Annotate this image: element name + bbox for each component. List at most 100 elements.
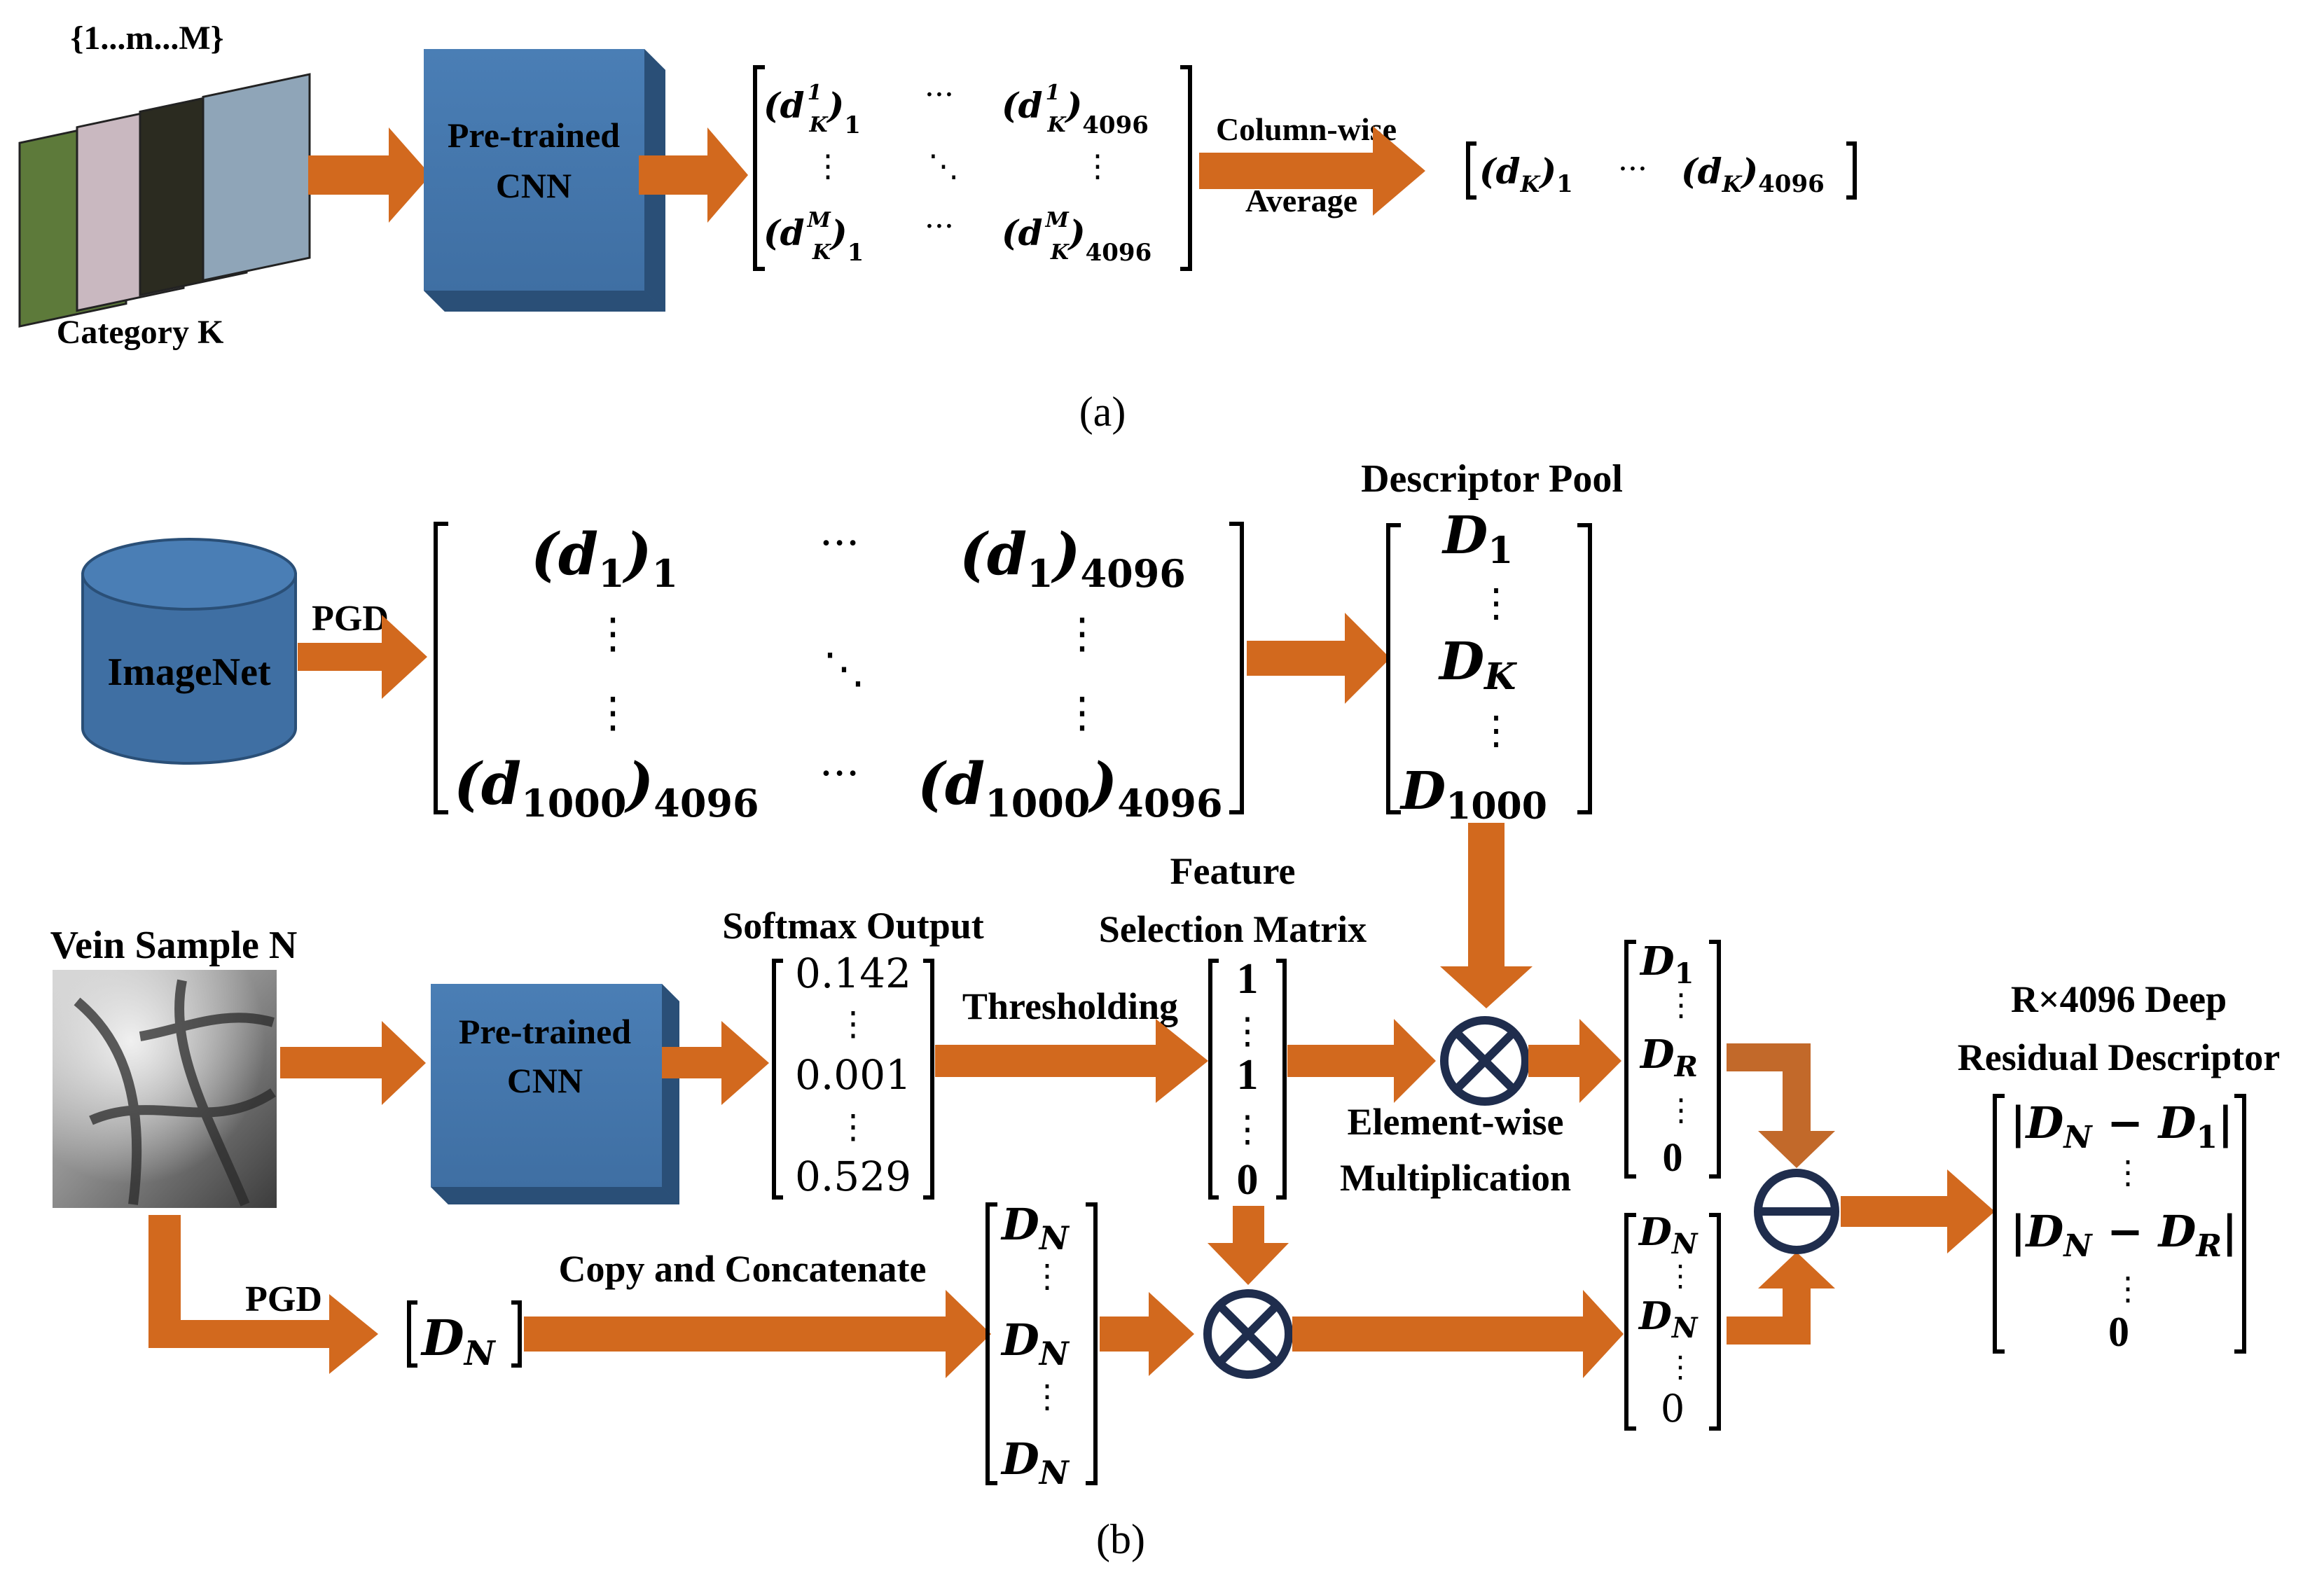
masked-item-zero: 0 (1661, 1387, 1685, 1431)
fsm-vdots-1: ⋮ (1229, 1010, 1266, 1053)
masked-descriptor-vector: DN ⋮ DN ⋮ 0 (1624, 1209, 1721, 1431)
copied-vdots-1: ⋮ (1031, 1257, 1063, 1295)
multiply-icon-bottom (1203, 1289, 1293, 1379)
fsm-right-bracket (1276, 959, 1287, 1200)
big-matrix-hdots-1: ··· (819, 519, 859, 568)
big-matrix-r1c3: (d1)4096 (960, 521, 1186, 596)
column-wise-label: Column-wise (1216, 111, 1397, 147)
arrow-copied-to-multiply-bottom (1100, 1292, 1194, 1376)
fsm-value-3: 0 (1237, 1156, 1259, 1204)
multiply-icon-top (1440, 1016, 1530, 1106)
elementwise-line2: Multiplication (1340, 1157, 1571, 1199)
selected-item-1: D1 (1639, 938, 1694, 990)
big-matrix-vdots-2: ⋮ (1061, 609, 1103, 658)
arrow-copy-concatenate (524, 1290, 991, 1378)
cnn-label-b-line1: Pre-trained (459, 1012, 631, 1051)
pool-item-k: DK (1438, 632, 1517, 698)
average-label: Average (1245, 183, 1357, 218)
big-matrix-left-bracket (434, 522, 448, 814)
softmax-left-bracket (772, 959, 783, 1200)
residual-right-bracket (2234, 1094, 2246, 1354)
softmax-vdots-1: ⋮ (836, 1004, 870, 1043)
fsm-vdots-2: ⋮ (1229, 1109, 1266, 1151)
residual-item-zero: 0 (2108, 1309, 2129, 1355)
pgd-label-2: PGD (245, 1279, 322, 1319)
descriptor-pool-vector: D1 ⋮ DK ⋮ D1000 (1386, 506, 1592, 828)
selected-vdots-1: ⋮ (1666, 987, 1696, 1023)
pool-item-1000: D1000 (1399, 761, 1547, 828)
arrow-to-matrix-a (639, 127, 748, 223)
residual-title-line1: R×4096 Deep (2011, 978, 2227, 1020)
fish-image-4 (202, 73, 311, 282)
dn-right-bracket (511, 1300, 522, 1368)
matrix-a-left-bracket (753, 65, 765, 271)
caption-b: (b) (1096, 1516, 1145, 1562)
big-matrix-vdots-4: ⋮ (1061, 688, 1103, 737)
selected-item-r: DR (1639, 1031, 1698, 1083)
subtract-icon (1754, 1169, 1839, 1254)
big-matrix-r4c1: (d1000)4096 (454, 751, 759, 826)
cnn-label-a-line1: Pre-trained (448, 116, 620, 155)
residual-title-line2: Residual Descriptor (1958, 1036, 2280, 1078)
dn-left-bracket (407, 1300, 417, 1368)
category-label: Category K (57, 314, 224, 351)
arrow-thresholding (935, 1019, 1208, 1103)
selected-right-bracket (1709, 940, 1721, 1179)
masked-vdots-1: ⋮ (1666, 1258, 1695, 1293)
residual-left-bracket (1993, 1094, 2005, 1354)
vein-sample-image (53, 970, 277, 1208)
pool-left-bracket (1386, 523, 1401, 814)
masked-item-2: DN (1638, 1293, 1699, 1345)
pretrained-cnn-a: Pre-trained CNN (424, 49, 665, 312)
vein-descriptor: DN (407, 1300, 522, 1373)
fsm-value-2: 1 (1237, 1051, 1259, 1099)
arrow-to-masked-vector (1292, 1290, 1624, 1378)
copied-item-2: DN (1000, 1314, 1070, 1373)
category-descriptor-row: (dK)1 ··· (dK)4096 (1466, 141, 1857, 200)
selected-vdots-2: ⋮ (1666, 1092, 1696, 1128)
big-matrix-hdots-2: ··· (819, 749, 859, 798)
descriptor-pool-title: Descriptor Pool (1361, 457, 1623, 501)
big-matrix-vdots-1: ⋮ (592, 609, 634, 658)
pool-right-bracket (1577, 523, 1592, 814)
arrow-fsm-to-multiply-top (1287, 1019, 1436, 1103)
arrow-vein-to-cnn (280, 1021, 426, 1105)
residual-item-r: |DN − DR| (2010, 1206, 2238, 1264)
residual-vdots-2: ⋮ (2112, 1270, 2144, 1307)
feature-selection-vector: 1 ⋮ 1 ⋮ 0 (1208, 955, 1287, 1204)
masked-left-bracket (1624, 1213, 1636, 1431)
copied-item-3: DN (1000, 1433, 1070, 1492)
softmax-vdots-2: ⋮ (836, 1107, 870, 1146)
thresholding-label: Thresholding (962, 985, 1178, 1027)
copy-concatenate-label: Copy and Concatenate (558, 1248, 926, 1290)
pool-item-1: D1 (1441, 506, 1513, 572)
matrix-a-right-bracket (1180, 65, 1192, 271)
arrow-fsm-down (1208, 1206, 1289, 1285)
arrow-column-average (1199, 126, 1425, 216)
copied-right-bracket (1086, 1202, 1098, 1485)
matrix-a-hdots-2: ··· (925, 209, 954, 244)
softmax-title: Softmax Output (722, 905, 984, 947)
fsm-left-bracket (1208, 959, 1219, 1200)
imagenet-database: ImageNet (81, 538, 297, 765)
index-label: {1...m...M} (70, 20, 223, 57)
copied-left-bracket (985, 1202, 997, 1485)
big-matrix-r1c1: (d1)1 (531, 521, 678, 596)
copied-descriptor-vector: DN ⋮ DN ⋮ DN (985, 1199, 1098, 1492)
softmax-vector: 0.142 ⋮ 0.001 ⋮ 0.529 (772, 950, 934, 1200)
matrix-a-vdots-2: ⋮ (1082, 148, 1113, 184)
residual-vdots-1: ⋮ (2112, 1153, 2144, 1191)
arrow-to-selected-descriptors (1528, 1019, 1621, 1103)
arrow-vein-pgd (148, 1215, 378, 1374)
selected-descriptor-vector: D1 ⋮ DR ⋮ 0 (1624, 938, 1721, 1180)
softmax-right-bracket (923, 959, 934, 1200)
softmax-value-3: 0.529 (795, 1153, 911, 1200)
big-matrix-vdots-3: ⋮ (592, 688, 634, 737)
big-matrix-right-bracket (1229, 522, 1244, 814)
imagenet-descriptor-matrix: (d1)1 ··· (d1)4096 ⋮ ⋱ ⋮ ⋮ ⋮ (d1000)4096… (434, 519, 1244, 826)
